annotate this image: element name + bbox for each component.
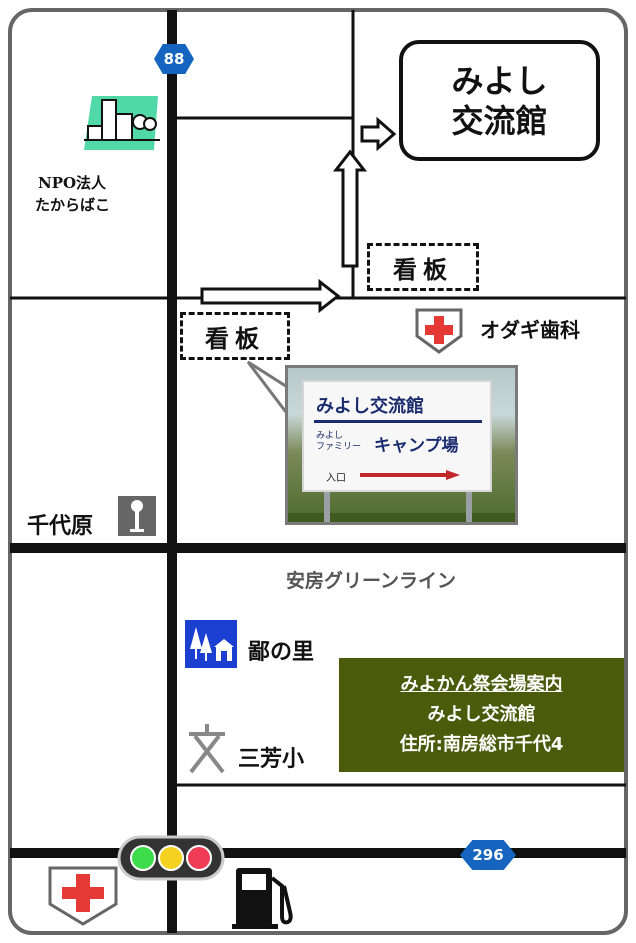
destination-line-2: 交流館 xyxy=(451,101,548,140)
chiyohara-label: 千代原 xyxy=(27,514,94,539)
photo-sign-small-1: みよし xyxy=(316,431,344,441)
route-88-shield: 88 xyxy=(154,44,194,74)
office-building-icon xyxy=(84,96,160,150)
photo-sign-rule xyxy=(314,420,482,423)
traffic-light-icon xyxy=(117,835,225,881)
npo-label-line-1: NPO法人 xyxy=(38,174,107,192)
destination-box: みよし 交流館 xyxy=(399,40,600,161)
photo-sign-entrance: 入口 xyxy=(326,473,346,484)
hospital-cross-icon xyxy=(415,308,463,354)
photo-sign-camp: キャンプ場 xyxy=(374,436,459,456)
photo-sign-board: みよし交流館 みよし ファミリー キャンプ場 入口 xyxy=(302,380,492,492)
signboard-right-label: 看板 xyxy=(393,255,453,284)
signboard-left: 看板 xyxy=(180,312,290,360)
photo-sign-small-2: ファミリー xyxy=(316,442,362,452)
bus-stop-icon xyxy=(118,496,156,536)
signboard-photo: みよし交流館 みよし ファミリー キャンプ場 入口 xyxy=(285,365,518,525)
sato-label: 鄙の里 xyxy=(248,640,315,665)
route-88-label: 88 xyxy=(163,50,185,68)
photo-sign-arrow-icon xyxy=(360,470,460,480)
npo-label-line-2: たからばこ xyxy=(35,196,111,214)
route-arrow-to-destination xyxy=(360,116,397,152)
dentist-label: オダギ歯科 xyxy=(480,318,580,342)
school-icon xyxy=(189,724,225,774)
info-line-2: みよし交流館 xyxy=(427,704,536,725)
hospital-cross-icon xyxy=(48,866,118,926)
green-line-label: 安房グリーンライン xyxy=(286,570,457,592)
route-296-shield: 296 xyxy=(460,840,516,870)
route-arrow-east xyxy=(200,278,341,314)
route-296-label: 296 xyxy=(472,846,504,864)
info-line-1: みよかん祭会場案内 xyxy=(400,674,563,695)
photo-sign-title: みよし交流館 xyxy=(316,396,424,417)
signboard-left-label: 看板 xyxy=(205,324,265,353)
event-info-box: みよかん祭会場案内 みよし交流館 住所:南房総市千代4 xyxy=(339,658,624,772)
info-line-3: 住所:南房総市千代4 xyxy=(399,734,564,755)
destination-line-1: みよし xyxy=(451,61,548,100)
rest-area-icon xyxy=(185,620,237,668)
signboard-right: 看板 xyxy=(367,243,479,291)
sign-post-right xyxy=(466,492,472,522)
route-arrow-north xyxy=(332,149,368,268)
school-label: 三芳小 xyxy=(238,747,305,772)
photo-grass xyxy=(288,513,515,522)
gas-station-icon xyxy=(232,868,293,929)
sign-post-left xyxy=(324,492,330,522)
